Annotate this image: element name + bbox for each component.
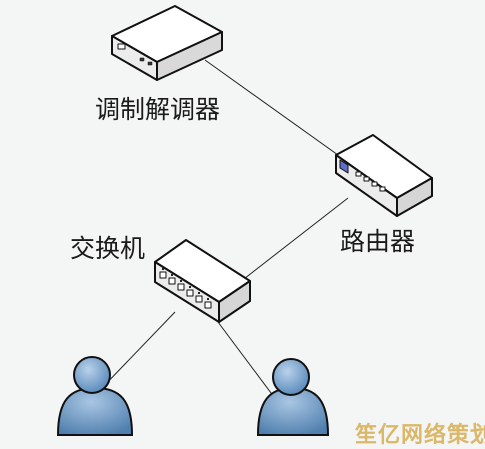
connections	[99, 59, 349, 406]
modem-label: 调制解调器	[95, 95, 221, 124]
link-switch-user-right	[214, 317, 281, 406]
watermark: 笙亿网络策划	[355, 423, 485, 448]
link-router-switch	[239, 197, 349, 283]
modem-icon	[111, 5, 223, 81]
link-switch-user-left	[99, 311, 176, 391]
router-label: 路由器	[340, 227, 416, 256]
switch-label: 交换机	[70, 234, 146, 263]
user-icon	[256, 358, 330, 436]
router-icon	[335, 134, 433, 217]
user-icon	[56, 356, 134, 436]
link-modem-router	[204, 59, 346, 161]
switch-icon	[154, 239, 251, 323]
